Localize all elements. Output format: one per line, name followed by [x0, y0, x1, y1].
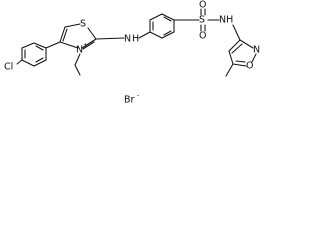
charge-plus: + — [83, 41, 88, 49]
atom-label-s-sulfonyl: S — [199, 15, 205, 26]
bond — [161, 31, 175, 39]
bond — [232, 24, 241, 41]
atom-label-s-thiazole: S — [80, 19, 86, 30]
bond — [82, 41, 95, 50]
atom-label-n-amine: N — [124, 34, 131, 45]
atom-label-o-top: O — [199, 0, 206, 11]
atom-label-o-bottom: O — [199, 31, 206, 42]
bond — [138, 31, 151, 39]
counter-ion-charge: - — [137, 91, 140, 99]
bond — [149, 13, 163, 21]
bond — [231, 43, 243, 54]
bond — [59, 41, 79, 49]
bond — [16, 59, 23, 65]
atom-label-nh-sulfonamide: NH — [219, 15, 233, 26]
bond — [239, 39, 254, 49]
atom-label-n-isoxazole: N — [253, 45, 260, 56]
bond — [228, 50, 234, 65]
bond — [251, 53, 257, 63]
bond — [232, 63, 247, 67]
bond — [35, 57, 44, 63]
bond — [235, 60, 246, 63]
bonds — [16, 8, 257, 77]
bond — [95, 37, 125, 40]
atom-labels: S N + Cl N H S O O NH N O Br - — [4, 0, 260, 106]
bond — [228, 39, 241, 52]
bond — [163, 16, 172, 22]
bond — [59, 26, 66, 43]
bond — [33, 59, 47, 67]
bond — [74, 53, 81, 66]
bond — [33, 42, 47, 49]
counter-ion-br: Br — [124, 95, 135, 106]
bond — [35, 45, 44, 51]
atom-label-cl: Cl — [4, 62, 13, 73]
bond — [62, 28, 68, 42]
bond — [64, 23, 81, 28]
bond — [21, 42, 35, 49]
bond — [81, 38, 97, 49]
bond — [45, 41, 61, 49]
atom-label-n-plus: N — [76, 45, 83, 56]
chemical-structure: S N + Cl N H S O O NH N O Br - — [4, 0, 260, 106]
bond — [74, 64, 81, 76]
atom-label-h-amine: H — [132, 34, 139, 45]
atom-label-o-isoxazole: O — [246, 61, 253, 72]
bond — [149, 31, 163, 39]
bond — [161, 13, 175, 21]
bond — [21, 59, 35, 67]
bond — [163, 30, 172, 36]
bond — [225, 63, 234, 77]
bond — [87, 27, 97, 40]
